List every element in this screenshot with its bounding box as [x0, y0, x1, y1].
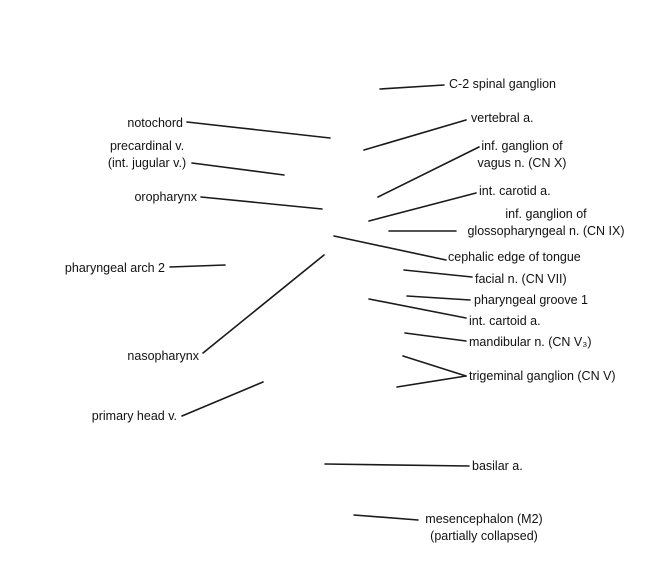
- label-nasopharynx: nasopharynx: [127, 349, 199, 363]
- leader-oropharynx: [200, 196, 323, 210]
- label-cephalic-edge-tongue: cephalic edge of tongue: [448, 250, 581, 264]
- label-c2-spinal-ganglion: C-2 spinal ganglion: [449, 77, 557, 91]
- leader-primary-head-v: [181, 381, 264, 417]
- leader-cephalic-edge-tongue: [333, 235, 447, 261]
- label-vertebral-a: vertebral a.: [471, 111, 534, 125]
- label-precardinal-v: precardinal v. (int. jugular v.): [107, 139, 187, 170]
- label-pharyngeal-arch-2: pharyngeal arch 2: [64, 261, 165, 275]
- label-notochord: notochord: [127, 116, 183, 130]
- leader-nasopharynx: [202, 254, 325, 354]
- leader-basilar-a: [324, 463, 470, 467]
- label-inf-ganglion-vagus: inf. ganglion of vagus n. (CN X): [477, 139, 567, 170]
- label-trigeminal-ganglion: trigeminal ganglion (CN V): [469, 369, 616, 383]
- leader-precardinal-v: [191, 162, 285, 176]
- leader-facial-n: [403, 269, 473, 278]
- leader-trigeminal-ganglion-upper: [402, 355, 467, 377]
- label-mesencephalon: mesencephalon (M2) (partially collapsed): [425, 512, 543, 543]
- label-inf-ganglion-glossopharyngeal: inf. ganglion of glossopharyngeal n. (CN…: [467, 207, 625, 238]
- leader-c2-spinal-ganglion: [379, 84, 445, 90]
- label-mandibular-n: mandibular n. (CN V₃): [469, 335, 592, 349]
- label-pharyngeal-groove-1: pharyngeal groove 1: [474, 293, 588, 307]
- label-basilar-a: basilar a.: [472, 459, 523, 473]
- leader-int-carotid-a: [368, 192, 477, 222]
- label-oropharynx: oropharynx: [134, 190, 197, 204]
- label-int-cartoid-a: int. cartoid a.: [469, 314, 541, 328]
- label-facial-n: facial n. (CN VII): [475, 272, 567, 286]
- leader-trigeminal-ganglion-lower: [396, 375, 467, 388]
- leader-pharyngeal-arch-2: [169, 264, 226, 268]
- label-int-carotid-a: int. carotid a.: [479, 184, 551, 198]
- leader-int-cartoid-a: [368, 298, 467, 319]
- leader-inf-ganglion-vagus: [377, 146, 480, 198]
- leader-vertebral-a: [363, 119, 467, 151]
- leader-mandibular-n: [404, 332, 467, 342]
- leader-notochord: [186, 121, 331, 139]
- leader-mesencephalon: [353, 514, 419, 521]
- leader-pharyngeal-groove-1: [406, 295, 471, 301]
- label-primary-head-v: primary head v.: [91, 409, 177, 423]
